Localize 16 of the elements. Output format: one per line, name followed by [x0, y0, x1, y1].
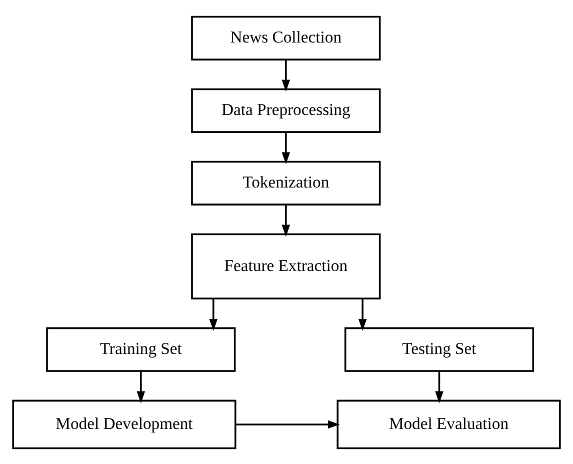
node-box: Data Preprocessing [191, 88, 381, 132]
node-box: Testing Set [344, 326, 534, 372]
arrow [235, 420, 340, 428]
arrow [282, 59, 290, 92]
arrow [209, 298, 218, 330]
node-box: Tokenization [191, 160, 381, 205]
arrow [282, 204, 290, 236]
node-box: Model Development [12, 399, 236, 449]
node-box: Feature Extraction [191, 232, 381, 299]
arrow [282, 132, 290, 164]
node-box: News Collection [191, 15, 381, 60]
arrow [435, 370, 444, 403]
arrow [358, 298, 367, 330]
arrow [136, 370, 146, 403]
node-box: Model Evaluation [336, 399, 561, 449]
node-box: Training Set [46, 326, 236, 372]
